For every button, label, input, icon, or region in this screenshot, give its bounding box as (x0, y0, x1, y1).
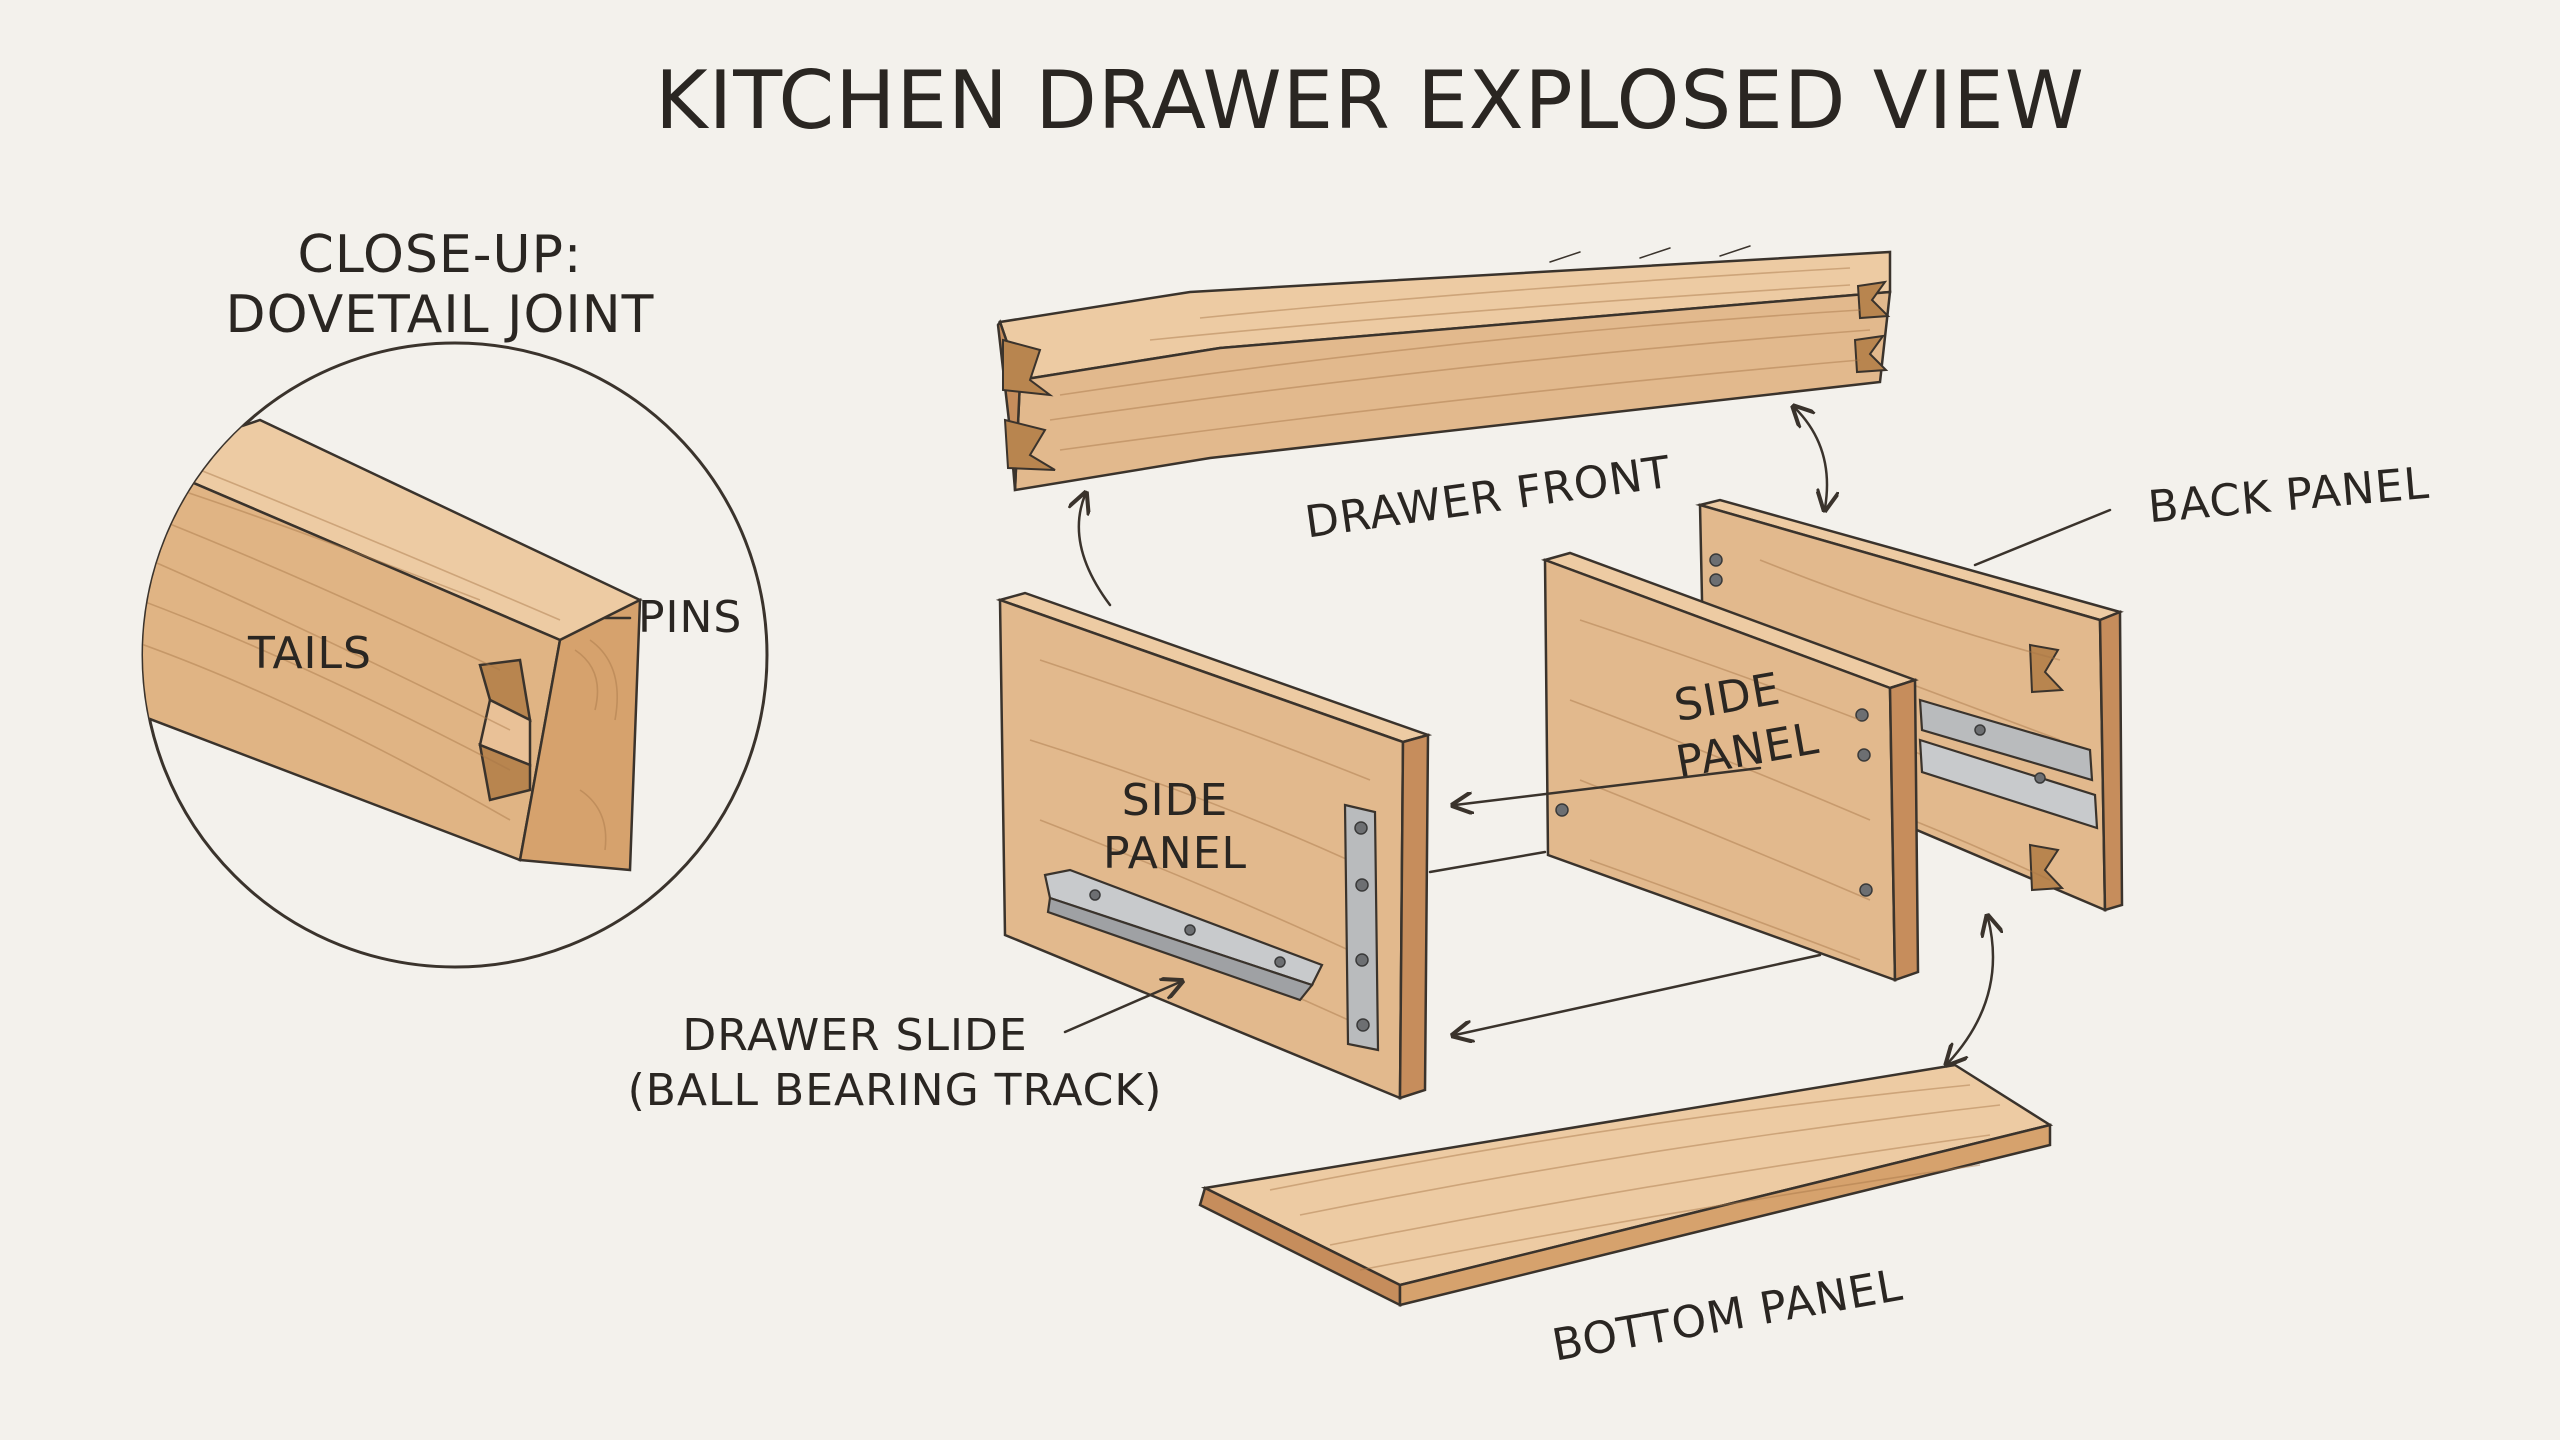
drawer-front-panel (996, 245, 1892, 492)
assembly-arrows (1079, 408, 1993, 1063)
side-panel-right (1540, 551, 1920, 982)
closeup-heading-line1: CLOSE-UP: (298, 225, 583, 285)
drawer-slide-label-line1: DRAWER SLIDE (682, 1010, 1027, 1061)
tails-label: TAILS (247, 628, 372, 679)
side-panel-left-label-line1: SIDE (1122, 775, 1229, 826)
drawer-slide-left (1043, 803, 1380, 1052)
bottom-panel (1198, 1063, 2054, 1308)
diagram-title: KITCHEN DRAWER EXPLOSED VIEW (655, 54, 2085, 147)
dovetail-closeup: TAILS PINS (141, 341, 769, 969)
closeup-heading-line2: DOVETAIL JOINT (226, 285, 655, 345)
drawer-slide-label-line2: (BALL BEARING TRACK) (628, 1065, 1163, 1116)
side-panel-left-label-line2: PANEL (1103, 828, 1247, 879)
bottom-panel-label: BOTTOM PANEL (1548, 1260, 1906, 1372)
back-panel-label: BACK PANEL (2146, 458, 2431, 533)
pins-label: PINS (638, 592, 742, 643)
drawer-slide-right (1918, 698, 2099, 830)
drawer-front-label: DRAWER FRONT (1302, 447, 1674, 549)
